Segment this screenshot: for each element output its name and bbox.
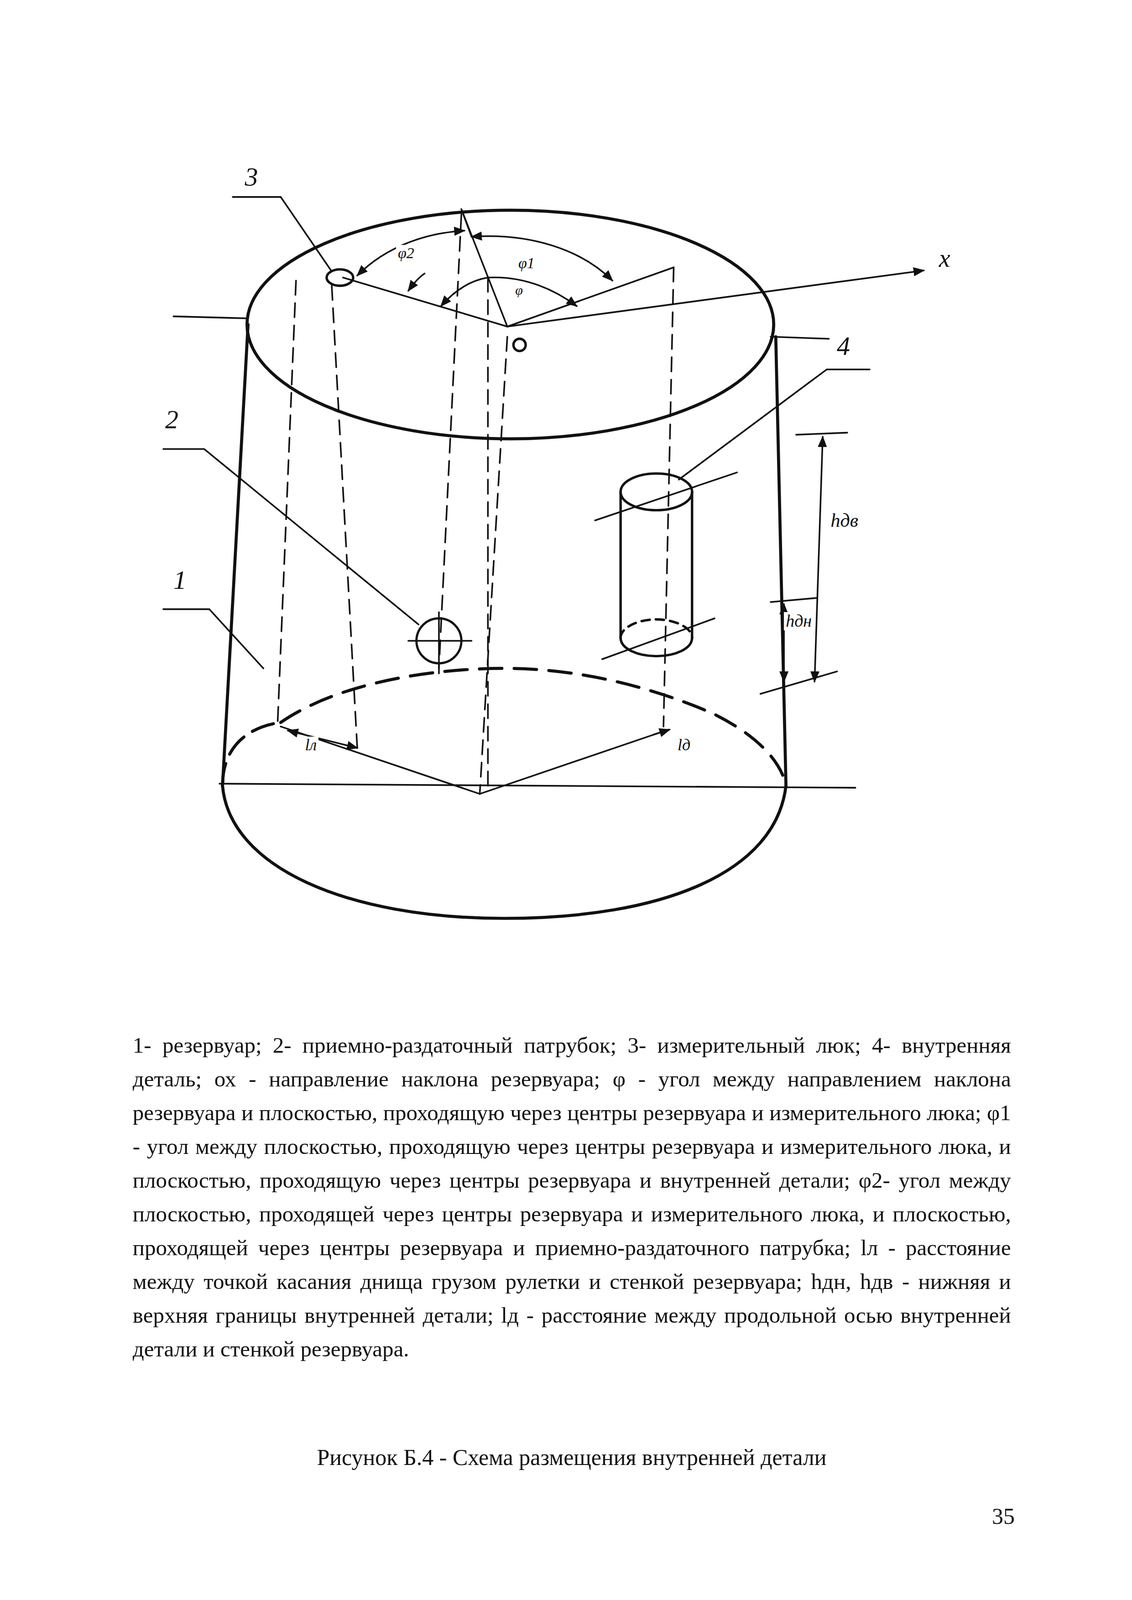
drawing-line bbox=[277, 280, 297, 723]
axis-label: x bbox=[937, 245, 953, 272]
drawing-line bbox=[461, 209, 508, 327]
drawing-line bbox=[408, 640, 472, 642]
drawing-line bbox=[487, 277, 577, 307]
callout-number: 3 bbox=[242, 163, 260, 192]
drawing-line bbox=[222, 722, 282, 787]
drawing-line bbox=[594, 472, 737, 521]
drawing-line bbox=[232, 197, 332, 272]
drawing-line bbox=[479, 336, 507, 794]
page-number: 35 bbox=[990, 1504, 1017, 1529]
drawing-line bbox=[760, 671, 838, 694]
drawing-line bbox=[163, 609, 264, 669]
dimension-label: hдн bbox=[783, 612, 814, 631]
drawing-line bbox=[219, 783, 856, 788]
drawing-line bbox=[507, 267, 674, 327]
dimension-label: lд bbox=[675, 736, 693, 755]
drawing-line bbox=[343, 277, 508, 327]
dimension-label: hдв bbox=[829, 510, 861, 531]
callout-number: 4 bbox=[834, 332, 852, 361]
callout-number: 1 bbox=[171, 566, 189, 595]
drawing-line bbox=[479, 730, 669, 795]
drawing-line bbox=[280, 668, 786, 786]
drawing-line bbox=[513, 339, 526, 352]
drawing-line bbox=[357, 230, 465, 276]
drawing-line bbox=[690, 491, 694, 638]
callout-number: 2 bbox=[163, 406, 181, 434]
drawing-line bbox=[487, 277, 490, 787]
drawing-line bbox=[408, 273, 425, 292]
angle-label: φ bbox=[513, 282, 525, 298]
drawing-line bbox=[438, 214, 462, 669]
drawing-line bbox=[440, 277, 488, 307]
drawing-line bbox=[471, 236, 613, 281]
angle-label: φ2 bbox=[396, 245, 417, 262]
drawing-line bbox=[507, 270, 924, 327]
drawing-line bbox=[222, 786, 787, 919]
drawing-line bbox=[461, 209, 472, 237]
drawing-line bbox=[246, 210, 774, 439]
figure-caption: Рисунок Б.4 - Схема размещения внутренне… bbox=[317, 1444, 827, 1472]
drawing-line bbox=[602, 618, 715, 660]
drawing-line bbox=[163, 448, 419, 625]
drawing-line bbox=[620, 637, 693, 657]
drawing-line bbox=[770, 336, 830, 339]
drawing-line bbox=[222, 324, 249, 786]
drawing-line bbox=[814, 437, 823, 683]
drawing-line bbox=[280, 726, 480, 795]
drawing-line bbox=[163, 197, 924, 919]
drawing-line bbox=[287, 730, 358, 749]
drawing-line bbox=[331, 285, 358, 748]
drawing-line bbox=[796, 432, 848, 435]
angle-label: φ1 bbox=[516, 255, 537, 272]
legend-paragraph: 1- резервуар; 2- приемно-раздаточный пат… bbox=[132, 1028, 1012, 1367]
dimension-label: lл bbox=[302, 736, 319, 755]
drawing-line bbox=[620, 619, 693, 638]
drawing-line bbox=[438, 612, 440, 674]
drawing-line bbox=[326, 269, 354, 287]
drawing-line bbox=[619, 491, 622, 638]
drawing-line bbox=[653, 730, 670, 736]
drawing-line bbox=[678, 369, 870, 480]
drawing-line bbox=[770, 598, 817, 603]
drawing-line bbox=[277, 214, 674, 795]
drawing-line bbox=[173, 316, 248, 319]
